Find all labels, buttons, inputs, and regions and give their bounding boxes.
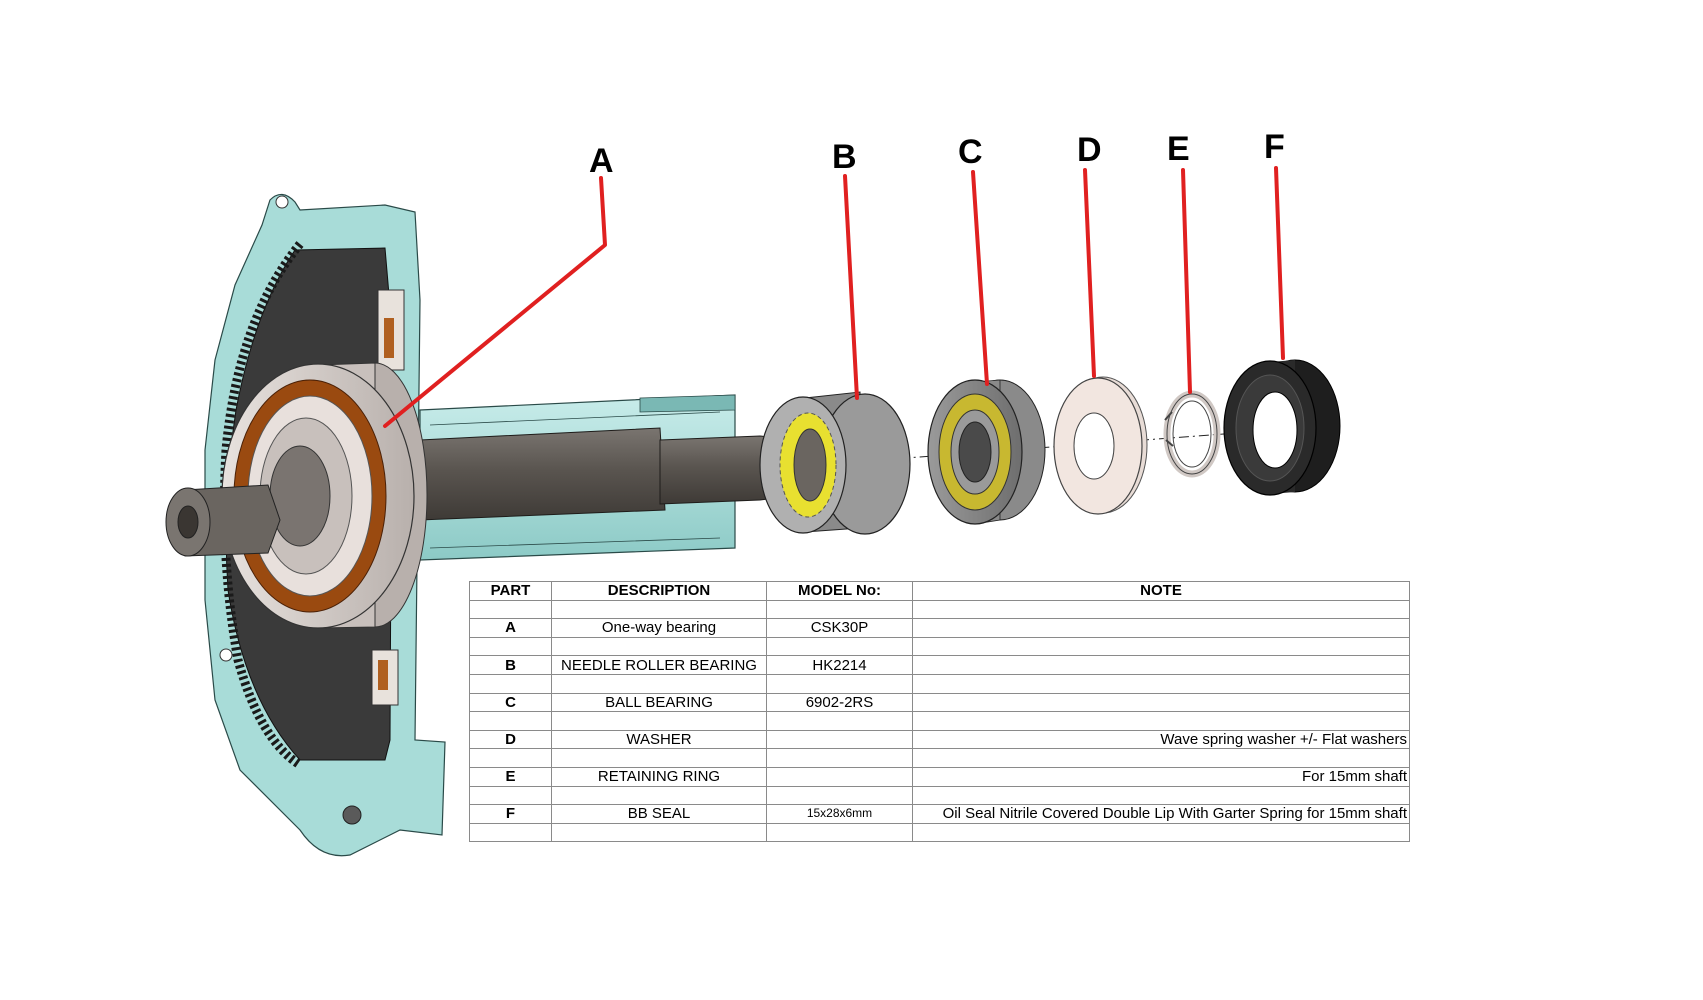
leader-line-c — [971, 170, 989, 386]
cell-note: Oil Seal Nitrile Covered Double Lip With… — [912, 804, 1410, 824]
leader-line-b — [843, 174, 859, 400]
leader-line-e — [1181, 168, 1192, 394]
table-row: D WASHER Wave spring washer +/- Flat was… — [469, 729, 1410, 750]
callout-letter-f: F — [1264, 128, 1285, 166]
header-part: PART — [469, 581, 552, 601]
callout-letter-b: B — [832, 138, 857, 176]
header-model: MODEL No: — [766, 581, 913, 601]
cell-part: A — [469, 618, 552, 638]
leader-line-a — [383, 176, 607, 428]
brush-top — [384, 318, 394, 358]
cell-model: 6902-2RS — [766, 692, 913, 713]
cell-part: B — [469, 655, 552, 675]
leader-lines — [383, 166, 1285, 428]
cell-model — [766, 766, 913, 787]
table-spacer-row — [469, 785, 1410, 806]
table-spacer-row — [469, 599, 1410, 620]
table-spacer-row — [469, 711, 1410, 731]
table-header-row: PART DESCRIPTION MODEL No: NOTE — [469, 581, 1410, 601]
cell-description: BB SEAL — [551, 804, 767, 824]
brush-bottom — [378, 660, 388, 690]
cell-note: Wave spring washer +/- Flat washers — [912, 729, 1410, 750]
leader-line-f — [1274, 166, 1285, 360]
cell-note: For 15mm shaft — [912, 766, 1410, 787]
header-note: NOTE — [912, 581, 1410, 601]
mount-hole-left — [219, 648, 233, 662]
cell-description: One-way bearing — [551, 618, 767, 638]
table-row: A One-way bearing CSK30P — [469, 618, 1410, 638]
table-row: F BB SEAL 15x28x6mm Oil Seal Nitrile Cov… — [469, 804, 1410, 824]
table-spacer-row — [469, 822, 1410, 843]
part-d-washer — [1053, 376, 1148, 515]
mount-hole-top — [275, 195, 289, 209]
table-row: B NEEDLE ROLLER BEARING HK2214 — [469, 655, 1410, 675]
cell-description: RETAINING RING — [551, 766, 767, 787]
cell-part: F — [469, 804, 552, 824]
callout-letter-a: A — [589, 142, 614, 180]
cell-note — [912, 692, 1410, 713]
cell-note — [912, 655, 1410, 675]
callout-letter-e: E — [1167, 130, 1190, 168]
header-description: DESCRIPTION — [551, 581, 767, 601]
mount-hole-bottom — [342, 805, 362, 825]
part-f-bb-seal — [1223, 359, 1341, 496]
part-c-ball-bearing — [927, 379, 1046, 525]
cell-note — [912, 618, 1410, 638]
table-row: E RETAINING RING For 15mm shaft — [469, 766, 1410, 787]
callout-letter-c: C — [958, 133, 983, 171]
cell-part: D — [469, 729, 552, 750]
cell-model: 15x28x6mm — [766, 804, 913, 824]
part-b-needle-roller-bearing — [759, 391, 911, 535]
table-spacer-row — [469, 748, 1410, 768]
part-e-retaining-ring — [1163, 390, 1221, 478]
cell-model: HK2214 — [766, 655, 913, 675]
leader-line-d — [1083, 168, 1096, 378]
cell-description: BALL BEARING — [551, 692, 767, 713]
cell-part: E — [469, 766, 552, 787]
cell-part: C — [469, 692, 552, 713]
cell-description: NEEDLE ROLLER BEARING — [551, 655, 767, 675]
cell-description: WASHER — [551, 729, 767, 750]
callout-letter-d: D — [1077, 131, 1102, 169]
table-row: C BALL BEARING 6902-2RS — [469, 692, 1410, 713]
cell-model — [766, 729, 913, 750]
shaft-hex-end — [165, 484, 281, 557]
table-spacer-row — [469, 636, 1410, 657]
cell-model: CSK30P — [766, 618, 913, 638]
callout-labels: A B C D E F — [589, 128, 1285, 180]
part-a-one-way-bearing — [221, 362, 428, 629]
table-spacer-row — [469, 673, 1410, 694]
parts-table: PART DESCRIPTION MODEL No: NOTE A One-wa… — [469, 581, 1410, 843]
